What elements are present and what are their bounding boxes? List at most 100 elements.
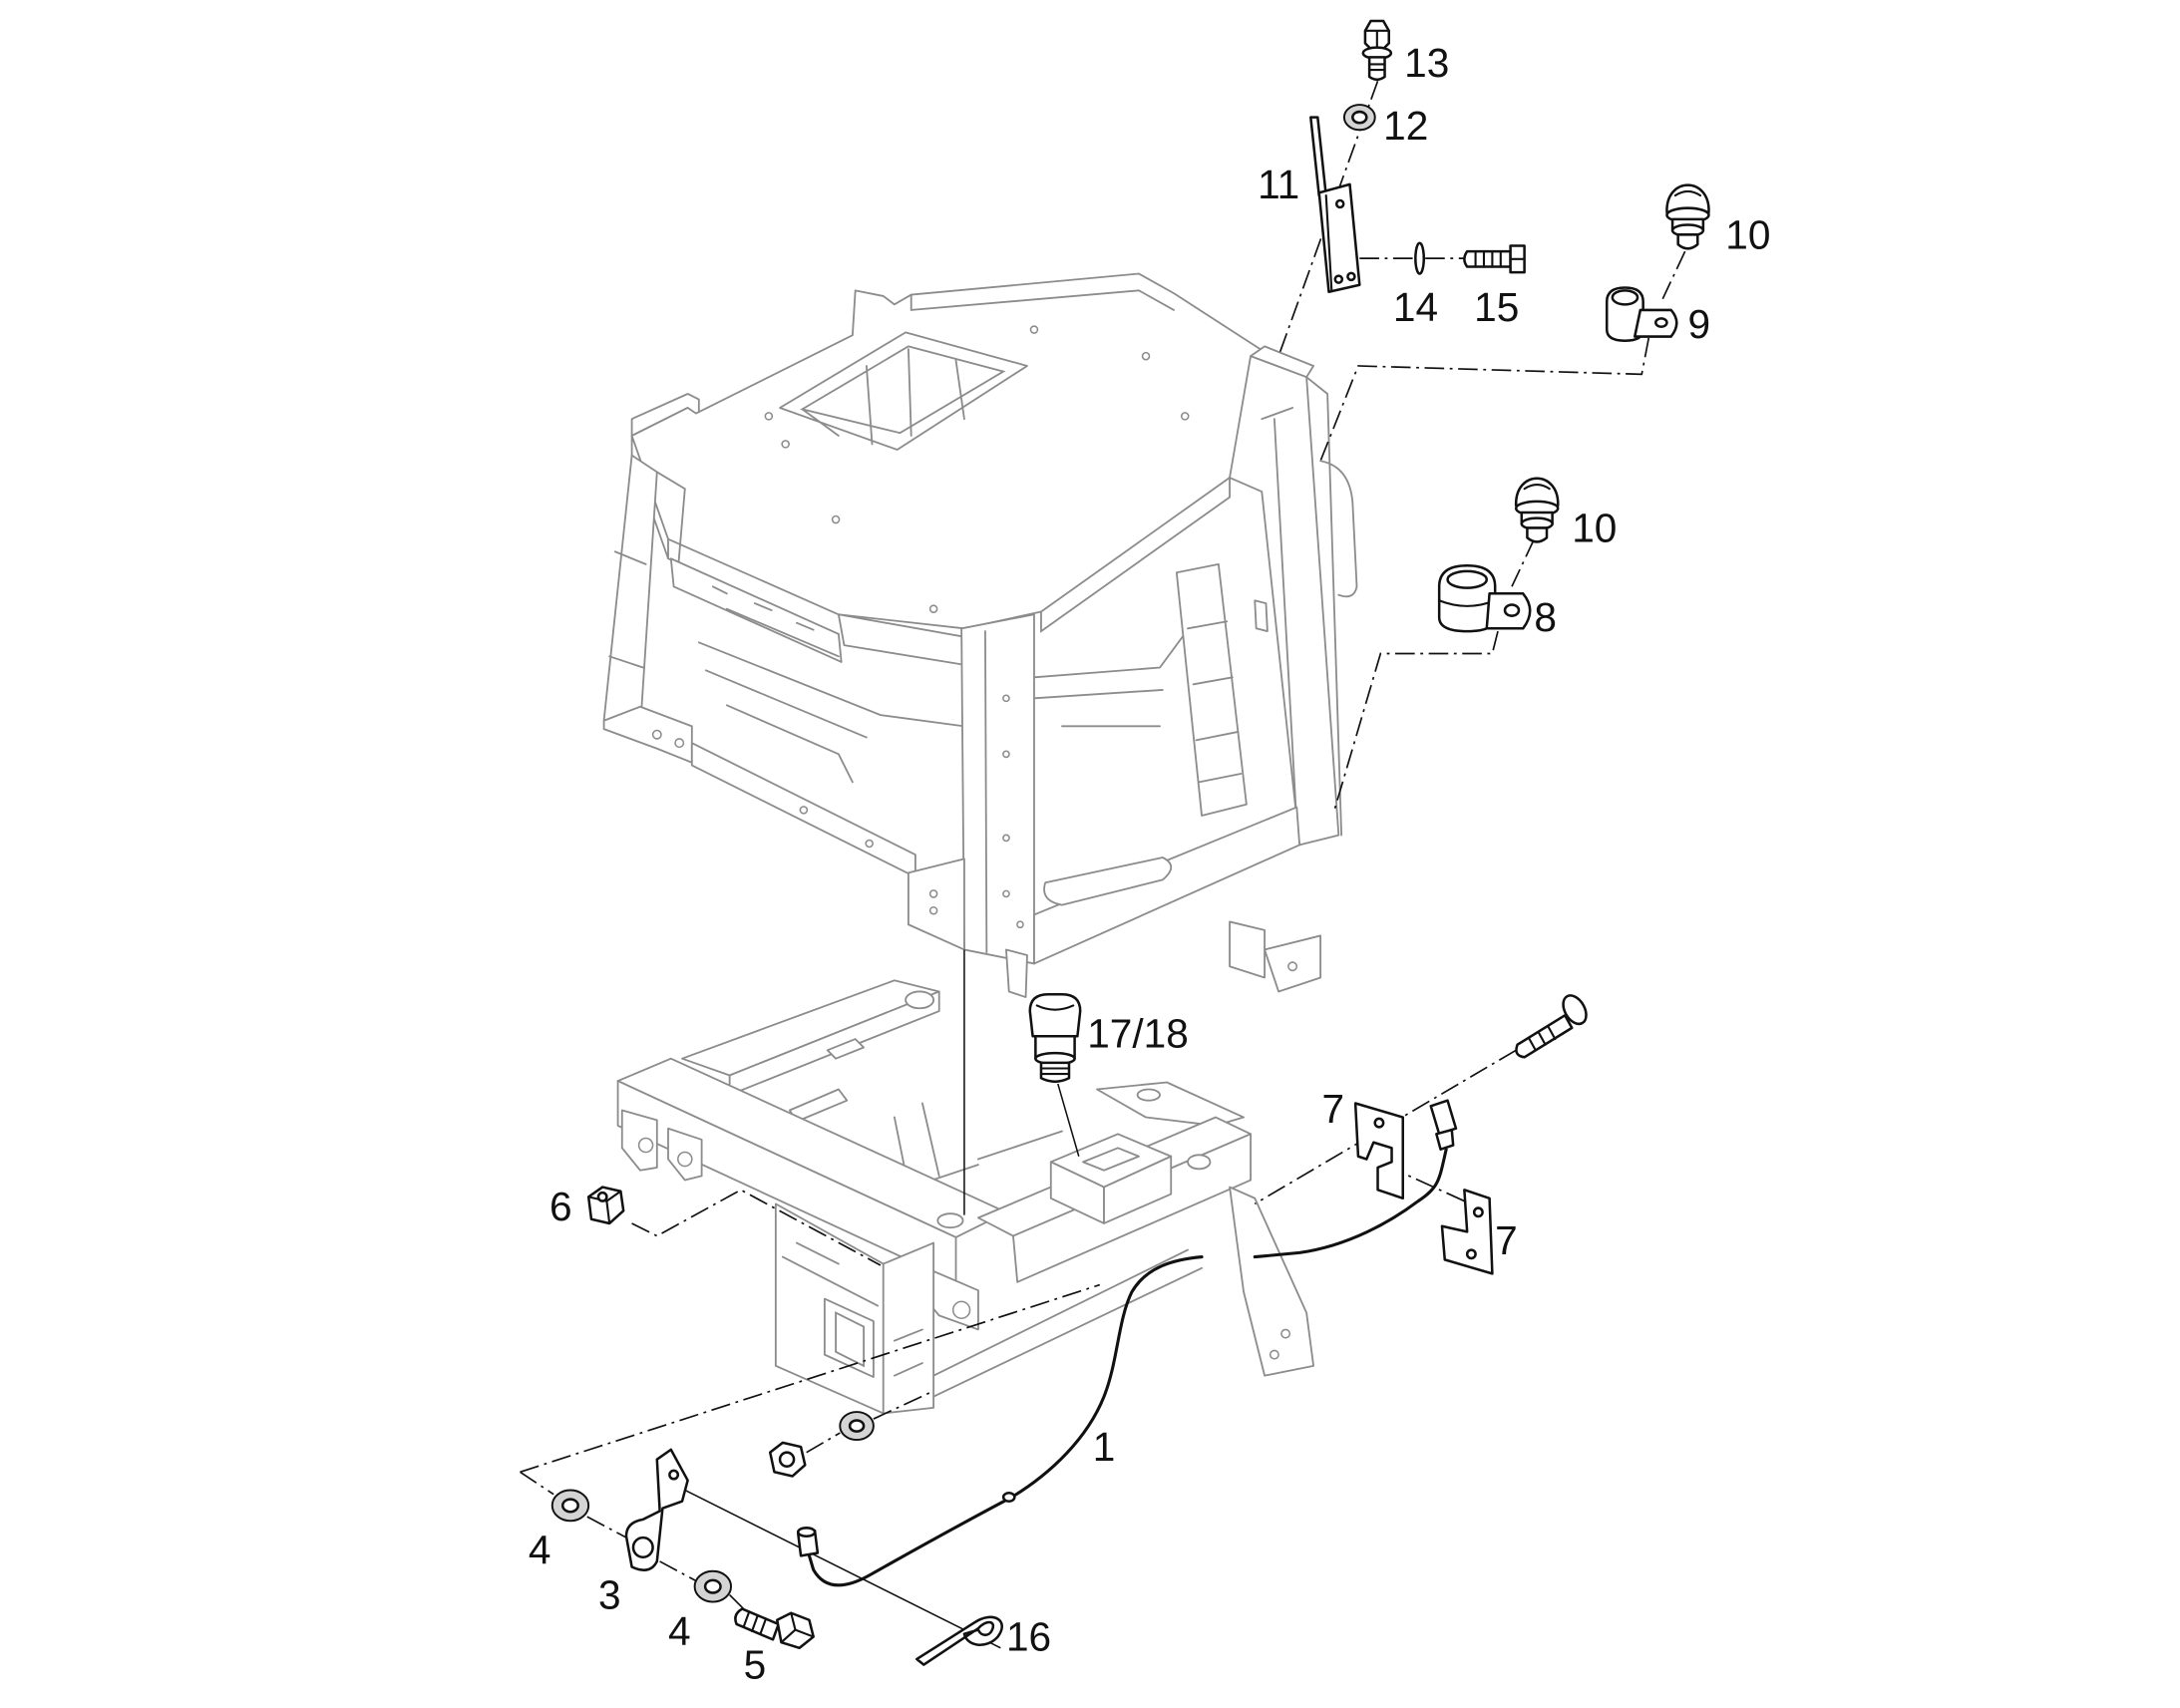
mounting-nut-hole: [778, 1451, 796, 1468]
part-10-grommet-lower: [1514, 477, 1560, 543]
part-7-plate-lower: [1440, 1189, 1494, 1275]
bracket-hole: [631, 1536, 654, 1558]
leader-4-left: [520, 1471, 554, 1496]
terminal-eye: [797, 1527, 817, 1537]
leader-3: [586, 1516, 630, 1540]
part-4-washer-right: [693, 1569, 733, 1603]
battery-box-detail: [835, 1311, 923, 1377]
bolt-head-face: [1363, 29, 1390, 51]
harness-wire: [807, 1255, 1204, 1587]
plate-hole: [1472, 1206, 1484, 1218]
chassis-boss: [936, 1212, 964, 1229]
callout-17-18: 17/18: [1087, 1010, 1189, 1056]
part-13-flange-bolt: [1361, 19, 1393, 82]
leader-10-8: [1511, 538, 1536, 587]
chassis-center-member: [893, 1102, 1063, 1189]
console-front: [1103, 1155, 1173, 1224]
chassis-slot: [826, 1038, 866, 1060]
cab-step-handle: [1043, 856, 1173, 906]
part-6-nut: [586, 1186, 625, 1225]
part-10-grommet-upper: [1665, 183, 1710, 250]
cab-base-bracket-left: [602, 705, 693, 764]
callout-labels: 13 12 11 10 14 15 9 10 8 17/18 7 7 6 1 4…: [529, 40, 1771, 1688]
bracket-hole-small: [668, 1469, 680, 1481]
roof-hole: [928, 604, 938, 613]
battery-box-edge: [781, 1241, 885, 1415]
base-hole: [928, 889, 938, 898]
grommet-highlight: [1673, 189, 1702, 197]
callout-7-lower: 7: [1495, 1217, 1518, 1263]
pillar-hole: [1002, 694, 1010, 703]
door-latch: [1254, 599, 1269, 633]
sill-hole: [865, 839, 874, 849]
plug-neck: [1039, 1061, 1071, 1084]
leader-8-pillar: [1333, 630, 1499, 811]
pillar-left-edge: [608, 471, 686, 669]
cab-dashboard: [669, 557, 843, 663]
side-window-bars: [1187, 620, 1243, 784]
bracket-hole: [1333, 274, 1344, 284]
part-7-assembly: [1253, 994, 1588, 1275]
leader-6: [631, 1189, 882, 1266]
console-slot: [1082, 1147, 1140, 1172]
bolt-thread: [742, 1610, 768, 1635]
grommet-dome: [1665, 183, 1710, 214]
mounting-washer-hole: [848, 1419, 866, 1433]
bolt-shank: [1463, 249, 1512, 268]
sensor-connector: [1429, 1099, 1458, 1136]
chassis-frame: [616, 979, 1315, 1415]
part-3-ground-bracket: [624, 1448, 689, 1571]
bolt-thread: [1368, 63, 1386, 72]
cab-frame: [602, 272, 1358, 998]
roof-hole: [781, 440, 790, 449]
pillar-left: [602, 454, 658, 731]
part-7-bolt-head: [1562, 994, 1588, 1026]
part-4-washer-left: [550, 1489, 590, 1523]
harness-connector: [1001, 1492, 1016, 1503]
callout-5: 5: [744, 1642, 767, 1688]
base-hole: [651, 729, 662, 740]
sensor-plug: [1435, 1128, 1455, 1151]
callout-10-upper: 10: [1725, 211, 1770, 257]
clamp-hole: [1654, 317, 1668, 329]
callout-16: 16: [1006, 1614, 1051, 1660]
cab-inner-beam: [697, 613, 1201, 784]
cab-base-bracket-front: [908, 857, 965, 951]
callout-9: 9: [1687, 301, 1710, 347]
callout-1: 1: [1093, 1424, 1116, 1470]
callout-10-lower: 10: [1572, 505, 1617, 550]
part-17-18-plug: [1028, 993, 1082, 1084]
leg-hole: [1269, 1349, 1279, 1360]
chassis-corner-plate: [1096, 1081, 1245, 1127]
roof-hole: [831, 514, 841, 524]
cable-tie-strap: [915, 1615, 1003, 1666]
pillar-front: [960, 613, 1035, 965]
part-7-plate-upper: [1353, 1102, 1405, 1200]
callout-13: 13: [1404, 40, 1449, 86]
sill-hole: [799, 806, 809, 815]
callout-4-left: 4: [529, 1528, 551, 1573]
washer-hole: [560, 1498, 579, 1514]
pillar-hole: [1002, 750, 1010, 759]
part-15-bolt: [1463, 244, 1526, 274]
cab-sill-right: [1033, 806, 1301, 965]
chassis-boss: [1136, 1088, 1161, 1102]
part-1-wire-harness: [797, 1255, 1204, 1587]
callout-6: 6: [549, 1184, 572, 1229]
part-7-bolt-shank: [1515, 1014, 1574, 1059]
nut-face: [587, 1190, 622, 1225]
bracket-edge: [1324, 194, 1333, 292]
leader-3-16: [681, 1488, 1001, 1649]
washer-hole: [1351, 110, 1368, 125]
pillar-front-edge: [984, 630, 988, 954]
part-5-bolt: [734, 1607, 815, 1650]
grommet-dome: [1514, 477, 1560, 508]
callout-12: 12: [1383, 103, 1428, 149]
base-hole: [928, 905, 938, 915]
side-window-frame: [1175, 562, 1248, 817]
pillar-hole: [1002, 889, 1010, 898]
plate-hole: [1465, 1248, 1477, 1260]
battery-box-panel: [823, 1297, 875, 1378]
foot-hole: [1287, 961, 1298, 972]
part-9-clamp: [1605, 286, 1678, 343]
